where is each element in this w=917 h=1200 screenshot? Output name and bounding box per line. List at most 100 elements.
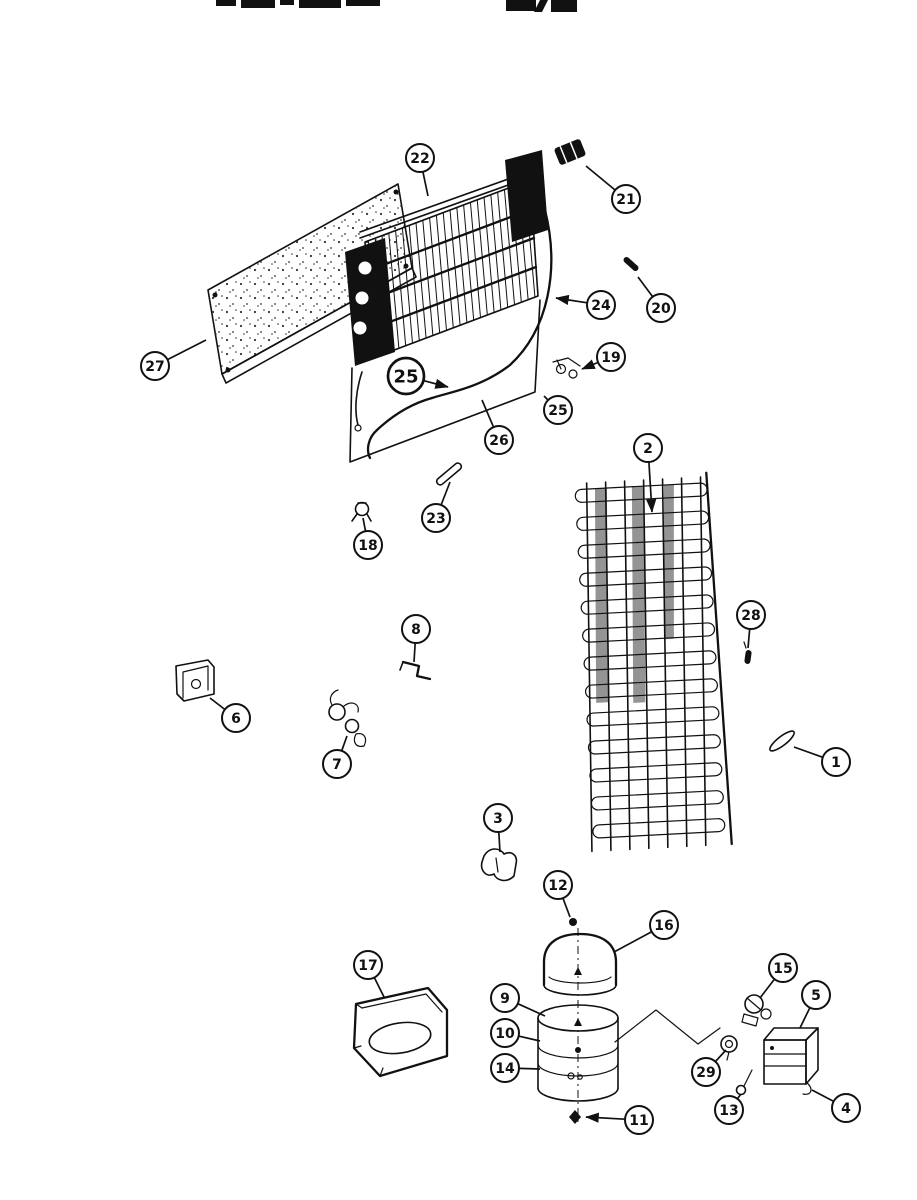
callout-leader-19 bbox=[581, 359, 599, 370]
callout-leader-2 bbox=[646, 461, 657, 513]
callout-number: 26 bbox=[489, 433, 508, 449]
callout-leader-20 bbox=[637, 276, 654, 298]
part-12-fastener bbox=[569, 918, 577, 926]
part-16-dome-cover bbox=[542, 932, 618, 996]
callout-bubble bbox=[691, 1057, 721, 1087]
callout-4: 4 bbox=[831, 1093, 861, 1123]
callout-bubble bbox=[322, 749, 352, 779]
callout-leader-26 bbox=[481, 399, 495, 428]
part-15-valve bbox=[741, 994, 772, 1027]
callout-number: 12 bbox=[548, 878, 567, 894]
callout-bubble bbox=[405, 143, 435, 173]
callout-1: 1 bbox=[821, 747, 851, 777]
callout-leader-15 bbox=[759, 978, 776, 999]
part-20-pin bbox=[623, 256, 639, 272]
part-24-evaporator bbox=[345, 150, 548, 366]
callout-7: 7 bbox=[322, 749, 352, 779]
callout-number: 16 bbox=[654, 918, 673, 934]
callout-12: 12 bbox=[543, 870, 573, 900]
part-7-grommet-set bbox=[328, 689, 367, 747]
callout-leader-14 bbox=[518, 1067, 541, 1070]
part-21-cap bbox=[554, 139, 586, 165]
callout-number: 20 bbox=[651, 301, 671, 317]
part-9-10-14-compressor-body bbox=[537, 1004, 619, 1102]
callout-number: 11 bbox=[629, 1113, 648, 1129]
callout-bubble bbox=[646, 293, 676, 323]
part-29-nut bbox=[720, 1035, 738, 1061]
callout-6: 6 bbox=[221, 703, 251, 733]
callout-bubble bbox=[768, 953, 798, 983]
part-5-relay-box bbox=[763, 1027, 819, 1095]
part-1-stick bbox=[769, 730, 795, 752]
callout-8: 8 bbox=[401, 614, 431, 644]
callout-leader-7 bbox=[340, 735, 348, 752]
callout-bubble bbox=[484, 425, 514, 455]
callout-leader-8 bbox=[413, 642, 417, 663]
callout-25: 25 bbox=[386, 356, 426, 396]
callout-bubble bbox=[353, 950, 383, 980]
part-compressor-assembly bbox=[537, 918, 619, 1124]
callout-bubble bbox=[801, 980, 831, 1010]
callout-leader-4 bbox=[811, 1089, 834, 1103]
callout-bubble bbox=[611, 184, 641, 214]
callout-bubble bbox=[543, 870, 573, 900]
callout-bubble bbox=[736, 600, 766, 630]
pipe-zigzag bbox=[614, 1009, 721, 1045]
callout-16: 16 bbox=[649, 910, 679, 940]
callout-bubble bbox=[221, 703, 251, 733]
callout-number: 5 bbox=[811, 988, 821, 1004]
part-28-pin bbox=[743, 641, 752, 664]
callout-leader-17 bbox=[373, 977, 385, 998]
callout-25: 25 bbox=[543, 395, 573, 425]
callout-bubble bbox=[490, 983, 520, 1013]
callout-bubble bbox=[714, 1095, 744, 1125]
callout-number: 15 bbox=[773, 961, 792, 977]
callout-bubble bbox=[821, 747, 851, 777]
callout-leader-25 bbox=[423, 378, 449, 389]
callout-bubble bbox=[490, 1018, 520, 1048]
callout-26: 26 bbox=[484, 425, 514, 455]
callout-bubble bbox=[831, 1093, 861, 1123]
callout-27: 27 bbox=[140, 351, 170, 381]
callout-number: 1 bbox=[831, 755, 841, 771]
callout-leader-27 bbox=[167, 339, 207, 361]
callout-number: 19 bbox=[601, 350, 620, 366]
callout-leader-1 bbox=[793, 746, 824, 759]
callout-number: 25 bbox=[393, 367, 418, 388]
callout-bubble bbox=[353, 530, 383, 560]
callout-number: 23 bbox=[426, 511, 445, 527]
part-19-clamp bbox=[552, 357, 581, 379]
callout-leader-5 bbox=[799, 1007, 811, 1029]
callout-number: 2 bbox=[643, 441, 653, 457]
callout-leader-11 bbox=[585, 1112, 626, 1123]
part-8-clip bbox=[399, 660, 432, 681]
part-2-condenser-coil bbox=[574, 471, 733, 853]
callout-number: 21 bbox=[616, 192, 635, 208]
callout-number: 4 bbox=[841, 1101, 851, 1117]
part-18-clip bbox=[351, 501, 372, 522]
callout-19: 19 bbox=[596, 342, 626, 372]
callout-number: 9 bbox=[500, 991, 510, 1007]
part-11-fastener bbox=[569, 1110, 581, 1124]
part-23-rod bbox=[435, 462, 463, 486]
callout-22: 22 bbox=[405, 143, 435, 173]
callout-bubble bbox=[624, 1105, 654, 1135]
callout-leader-12 bbox=[562, 897, 571, 918]
callout-bubble bbox=[633, 433, 663, 463]
callout-leader-24 bbox=[555, 294, 588, 305]
callout-number: 24 bbox=[591, 298, 611, 314]
callout-leader-10 bbox=[518, 1035, 541, 1042]
callout-number: 14 bbox=[495, 1061, 515, 1077]
callout-bubble bbox=[421, 503, 451, 533]
callout-24: 24 bbox=[586, 290, 616, 320]
part-26-tubing-and-cover bbox=[349, 208, 553, 463]
callout-14: 14 bbox=[490, 1053, 520, 1083]
callout-leader-16 bbox=[613, 930, 653, 953]
callout-leader-3 bbox=[497, 831, 501, 853]
part-17-mounting-bracket bbox=[352, 986, 449, 1078]
callout-number: 29 bbox=[696, 1065, 715, 1081]
callout-number: 6 bbox=[231, 711, 241, 727]
callout-21: 21 bbox=[611, 184, 641, 214]
